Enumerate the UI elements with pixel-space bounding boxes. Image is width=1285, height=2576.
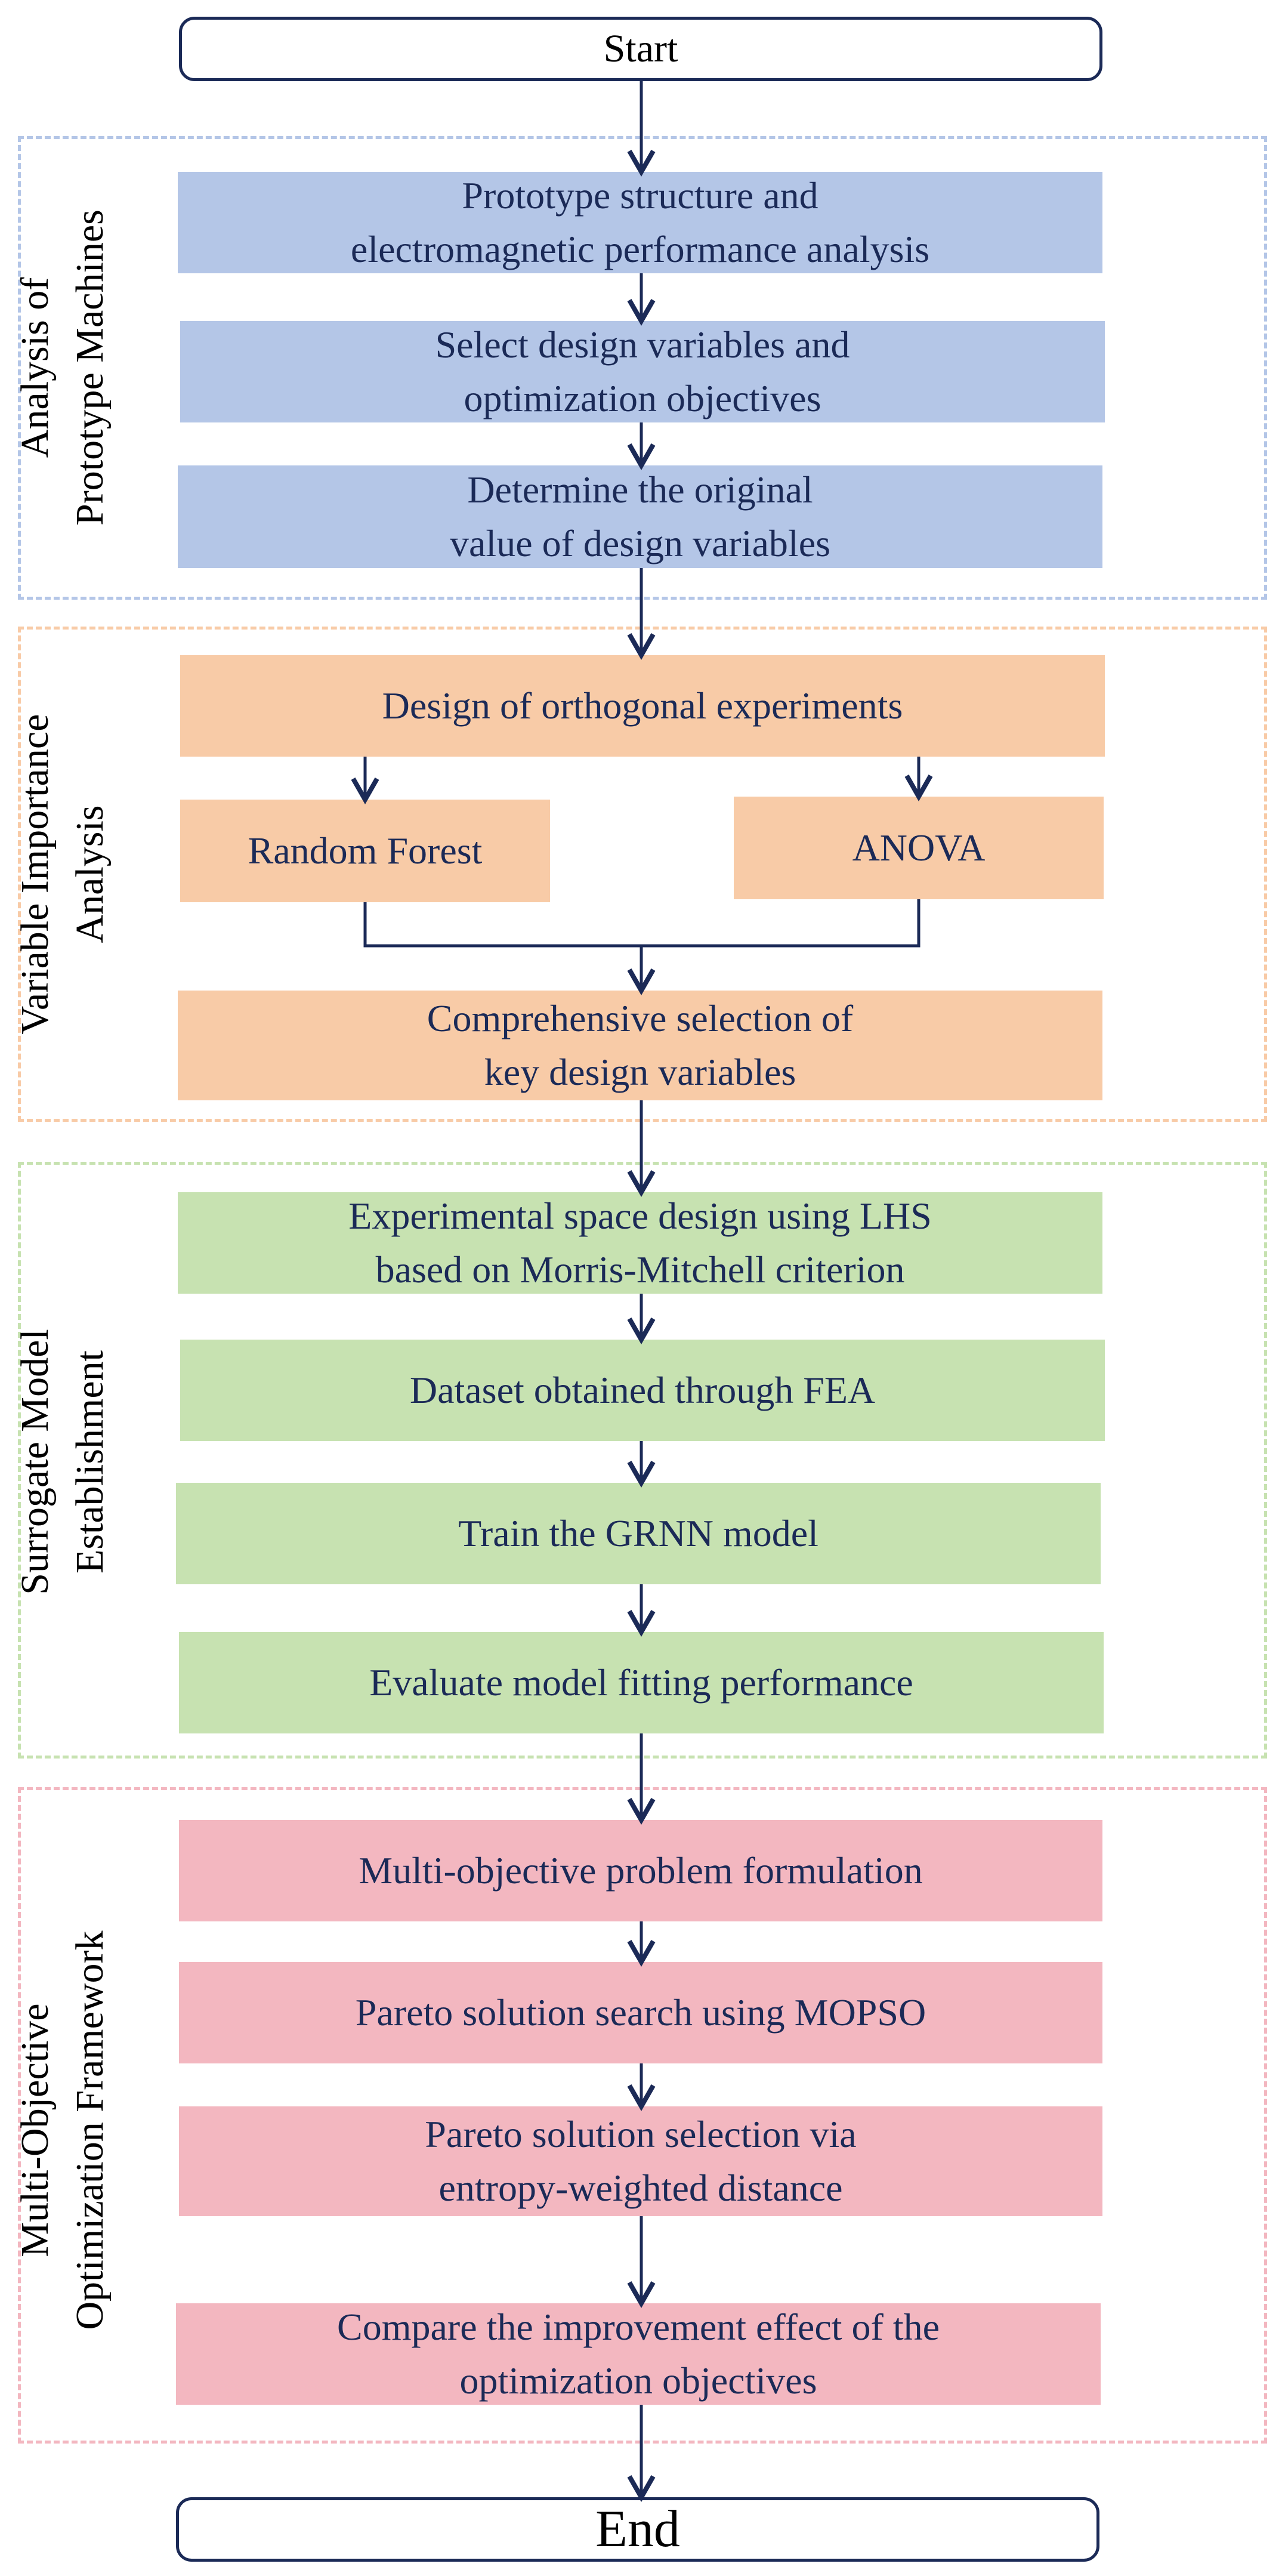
- step-text-line: entropy-weighted distance: [438, 2167, 843, 2209]
- step-lhs-experimental-design: Experimental space design using LHS base…: [178, 1192, 1102, 1294]
- step-text-line: Dataset obtained through FEA: [409, 1369, 876, 1411]
- step-text-line: based on Morris-Mitchell criterion: [375, 1248, 905, 1291]
- step-text-line: Multi-objective problem formulation: [359, 1849, 923, 1892]
- step-text-line: Prototype structure and: [462, 174, 818, 217]
- step-compare-improvement: Compare the improvement effect of the op…: [176, 2303, 1101, 2405]
- connector-merge-importance: [363, 899, 920, 948]
- step-text-line: ANOVA: [852, 826, 986, 869]
- step-train-grnn: Train the GRNN model: [176, 1483, 1101, 1584]
- start-label: Start: [603, 27, 678, 70]
- step-fea-dataset: Dataset obtained through FEA: [180, 1340, 1105, 1441]
- end-node: End: [176, 2497, 1099, 2562]
- step-text-line: Design of orthogonal experiments: [382, 684, 903, 727]
- step-text-line: Experimental space design using LHS: [348, 1195, 932, 1237]
- step-text-line: optimization objectives: [459, 2359, 817, 2402]
- end-label: End: [595, 2500, 680, 2558]
- step-pareto-selection: Pareto solution selection via entropy-we…: [179, 2106, 1102, 2216]
- step-text-line: Select design variables and: [435, 323, 850, 366]
- step-orthogonal-experiments: Design of orthogonal experiments: [180, 655, 1105, 757]
- step-text-line: optimization objectives: [464, 377, 821, 419]
- step-prototype-structure-analysis: Prototype structure and electromagnetic …: [178, 172, 1102, 273]
- step-anova: ANOVA: [734, 797, 1104, 899]
- step-key-design-variables: Comprehensive selection of key design va…: [178, 991, 1102, 1100]
- step-text-line: Evaluate model fitting performance: [369, 1661, 913, 1704]
- step-text-line: value of design variables: [450, 522, 830, 564]
- step-determine-original-values: Determine the original value of design v…: [178, 465, 1102, 568]
- step-select-design-variables: Select design variables and optimization…: [180, 321, 1105, 422]
- step-text-line: Comprehensive selection of: [427, 997, 854, 1039]
- step-text-line: Pareto solution selection via: [425, 2113, 857, 2155]
- start-node: Start: [179, 17, 1102, 81]
- step-text-line: Random Forest: [248, 829, 483, 872]
- step-problem-formulation: Multi-objective problem formulation: [179, 1820, 1102, 1921]
- step-pareto-search: Pareto solution search using MOPSO: [179, 1962, 1102, 2063]
- step-text-line: Pareto solution search using MOPSO: [355, 1991, 926, 2034]
- step-text-line: electromagnetic performance analysis: [350, 228, 930, 270]
- step-text-line: Train the GRNN model: [458, 1512, 818, 1554]
- step-text-line: key design variables: [484, 1051, 796, 1093]
- step-random-forest: Random Forest: [180, 800, 550, 902]
- step-evaluate-model: Evaluate model fitting performance: [179, 1632, 1104, 1733]
- step-text-line: Determine the original: [467, 468, 813, 511]
- step-text-line: Compare the improvement effect of the: [337, 2306, 940, 2348]
